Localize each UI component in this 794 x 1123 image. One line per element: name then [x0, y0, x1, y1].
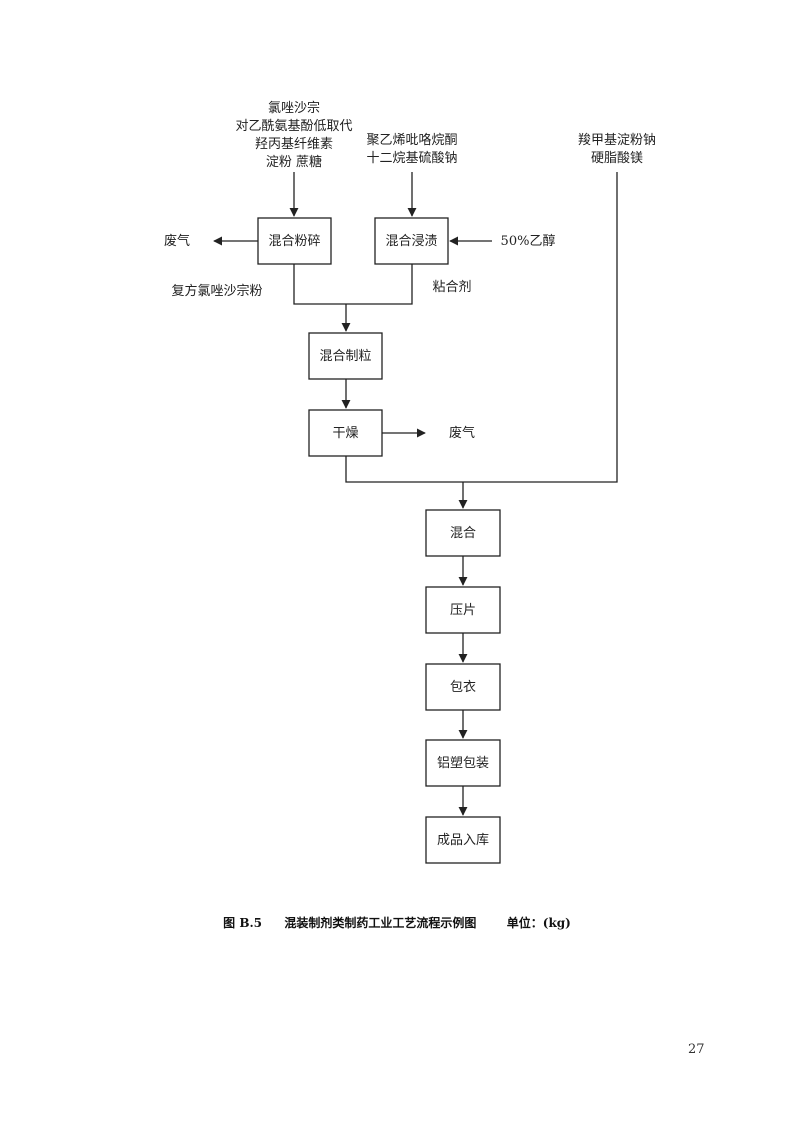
step-pack-label: 铝塑包装 [437, 756, 489, 771]
input-mg-stearate: 硬脂酸镁 [591, 151, 643, 166]
step-store-label: 成品入库 [437, 832, 489, 848]
input-cms-na: 羧甲基淀粉钠 [578, 132, 656, 148]
step-dry-label: 干燥 [332, 426, 358, 441]
input-acetaminophen: 对乙酰氨基酚低取代 [235, 119, 352, 134]
output-waste-gas-1: 废气 [164, 233, 190, 249]
output-waste-gas-2: 废气 [449, 425, 475, 441]
step-soak-label: 混合浸渍 [385, 234, 437, 249]
page-number: 27 [688, 1042, 705, 1057]
process-flow-diagram: 氯唑沙宗 对乙酰氨基酚低取代 羟丙基纤维素 淀粉 蔗糖 聚乙烯吡咯烷酮 十二烷基… [164, 100, 656, 864]
step-dry-box [308, 409, 383, 457]
input-hpc: 羟丙基纤维素 [255, 137, 333, 152]
figure-caption: 图 B.5 混装制剂类制药工业工艺流程示例图 单位：(kg) [0, 914, 794, 931]
step-mix-label: 混合 [450, 526, 476, 541]
figure-unit: 单位：(kg) [506, 916, 571, 930]
step-granulate-box [308, 332, 383, 380]
step-granulate-label: 混合制粒 [319, 349, 371, 364]
input-chlorzoxazone: 氯唑沙宗 [268, 100, 320, 116]
input-pvp: 聚乙烯吡咯烷酮 [366, 133, 457, 148]
merge-line-dry-additives [345, 172, 618, 483]
step-press-label: 压片 [450, 603, 476, 618]
figure-number: 图 B.5 [223, 916, 263, 930]
input-group-3: 羧甲基淀粉钠 硬脂酸镁 [578, 132, 656, 166]
step-soak-box [374, 217, 449, 265]
input-group-2: 聚乙烯吡咯烷酮 十二烷基硫酸钠 [366, 133, 457, 166]
input-group-1: 氯唑沙宗 对乙酰氨基酚低取代 羟丙基纤维素 淀粉 蔗糖 [235, 100, 352, 170]
step-crush-label: 混合粉碎 [268, 234, 320, 249]
merge-line-crush-soak [293, 264, 413, 305]
input-starch-sucrose: 淀粉 蔗糖 [266, 154, 322, 170]
output-compound-powder: 复方氯唑沙宗粉 [171, 283, 262, 299]
step-press-box [425, 586, 501, 634]
step-store-box [425, 816, 501, 864]
step-coat-label: 包衣 [450, 679, 476, 695]
step-coat-box [425, 663, 501, 711]
input-sds: 十二烷基硫酸钠 [366, 151, 457, 166]
figure-title: 混装制剂类制药工业工艺流程示例图 [284, 916, 477, 930]
input-ethanol: 50%乙醇 [501, 233, 556, 249]
output-binder: 粘合剂 [432, 280, 471, 295]
step-pack-box [425, 739, 501, 787]
